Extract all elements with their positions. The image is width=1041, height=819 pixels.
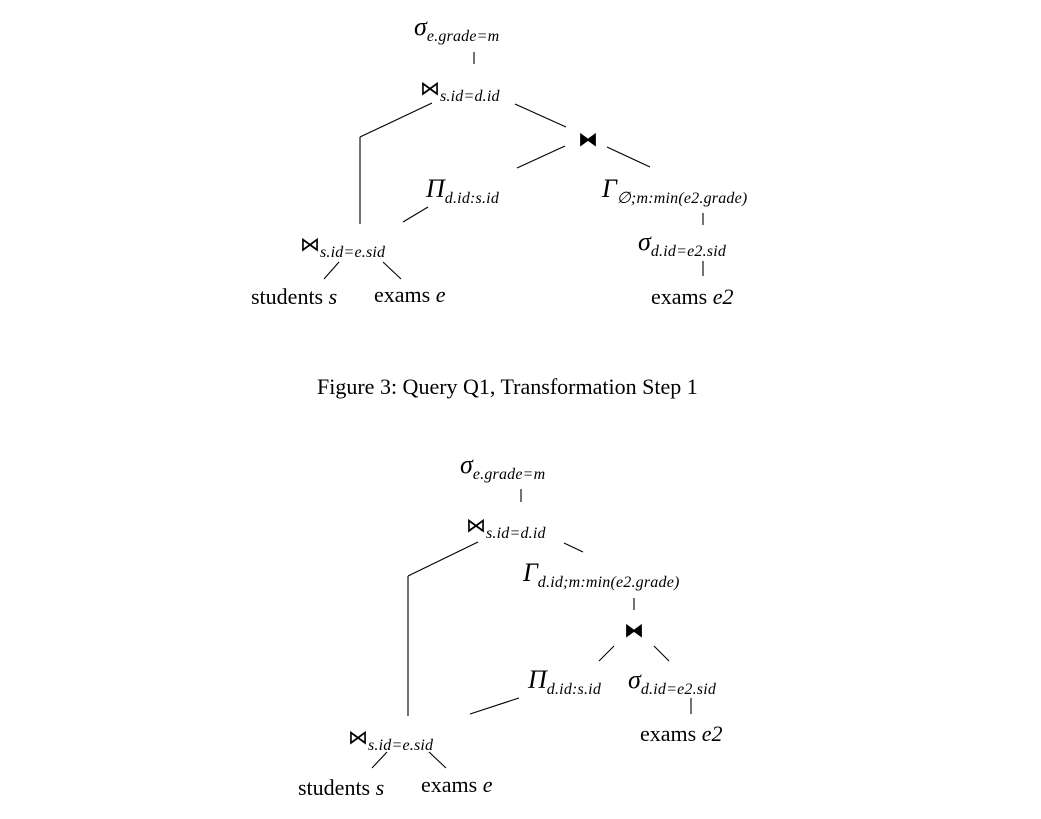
projection-attributes: d.id:s.id (546, 681, 602, 698)
select-grade-node: σe.grade=m (414, 14, 499, 45)
relation-exams: exams e (421, 774, 492, 796)
edge (469, 697, 520, 715)
select-did-node: σd.id=e2.sid (628, 667, 716, 698)
edge (402, 206, 429, 223)
join-symbol: ⋈ (420, 78, 440, 100)
relation-students: students s (298, 777, 384, 799)
selection-symbol: σ (638, 227, 651, 256)
edge (323, 261, 340, 280)
selection-predicate: d.id=e2.sid (650, 243, 727, 260)
join-predicate: s.id=e.sid (320, 244, 386, 261)
edge (359, 102, 433, 138)
selection-symbol: σ (460, 450, 473, 479)
edge (606, 146, 651, 168)
edge (514, 103, 567, 128)
relation-name: students (298, 775, 371, 800)
relation-name: exams (651, 284, 708, 309)
relation-exams-e2: exams e2 (651, 286, 733, 308)
edge (407, 541, 479, 577)
relation-alias: e (482, 772, 493, 797)
selection-predicate: d.id=e2.sid (640, 681, 717, 698)
edge (516, 145, 566, 169)
relation-alias: s (375, 775, 385, 800)
projection-node: Πd.id:s.id (426, 176, 499, 207)
relation-name: students (251, 284, 324, 309)
group-by-node: Γ∅;m:min(e2.grade) (602, 176, 747, 207)
group-symbol: Γ (602, 174, 617, 203)
edge (598, 645, 615, 662)
dependent-join-node: ⧓ (578, 125, 598, 151)
dependent-join-symbol: ⧓ (578, 129, 598, 151)
projection-node: Πd.id:s.id (528, 667, 601, 698)
relation-alias: e2 (701, 721, 723, 746)
select-grade-node: σe.grade=m (460, 452, 545, 483)
relation-students: students s (251, 286, 337, 308)
selection-symbol: σ (414, 12, 427, 41)
selection-symbol: σ (628, 665, 641, 694)
edge (382, 261, 402, 280)
relation-exams: exams e (374, 284, 445, 306)
projection-symbol: Π (426, 174, 445, 203)
relation-alias: e (435, 282, 446, 307)
join-sid-esid-node: ⋈s.id=e.sid (348, 723, 433, 754)
join-sid-did-node: ⋈s.id=d.id (466, 511, 546, 542)
relation-alias: e2 (712, 284, 734, 309)
select-did-node: σd.id=e2.sid (638, 229, 726, 260)
relation-alias: s (328, 284, 338, 309)
relation-exams-e2: exams e2 (640, 723, 722, 745)
join-predicate: s.id=d.id (440, 88, 500, 105)
join-symbol: ⋈ (466, 515, 486, 537)
figure-caption: Figure 3: Query Q1, Transformation Step … (317, 374, 698, 399)
relation-name: exams (421, 772, 478, 797)
join-sid-did-node: ⋈s.id=d.id (420, 74, 500, 105)
edge (653, 645, 670, 662)
relation-name: exams (374, 282, 431, 307)
join-predicate: s.id=d.id (486, 525, 546, 542)
edge (428, 751, 447, 769)
group-spec: d.id;m:min(e2.grade) (537, 574, 680, 591)
edge (563, 542, 584, 553)
join-predicate: s.id=e.sid (368, 737, 434, 754)
selection-predicate: e.grade=m (472, 466, 546, 483)
join-sid-esid-node: ⋈s.id=e.sid (300, 230, 385, 261)
relation-name: exams (640, 721, 697, 746)
dependent-join-node: ⧓ (624, 616, 644, 642)
selection-predicate: e.grade=m (426, 28, 500, 45)
edge (371, 751, 388, 769)
group-spec: ∅;m:min(e2.grade) (616, 190, 748, 207)
projection-attributes: d.id:s.id (444, 190, 500, 207)
join-symbol: ⋈ (300, 234, 320, 256)
projection-symbol: Π (528, 665, 547, 694)
join-symbol: ⋈ (348, 727, 368, 749)
dependent-join-symbol: ⧓ (624, 620, 644, 642)
group-by-node: Γd.id;m:min(e2.grade) (523, 560, 680, 591)
group-symbol: Γ (523, 558, 538, 587)
